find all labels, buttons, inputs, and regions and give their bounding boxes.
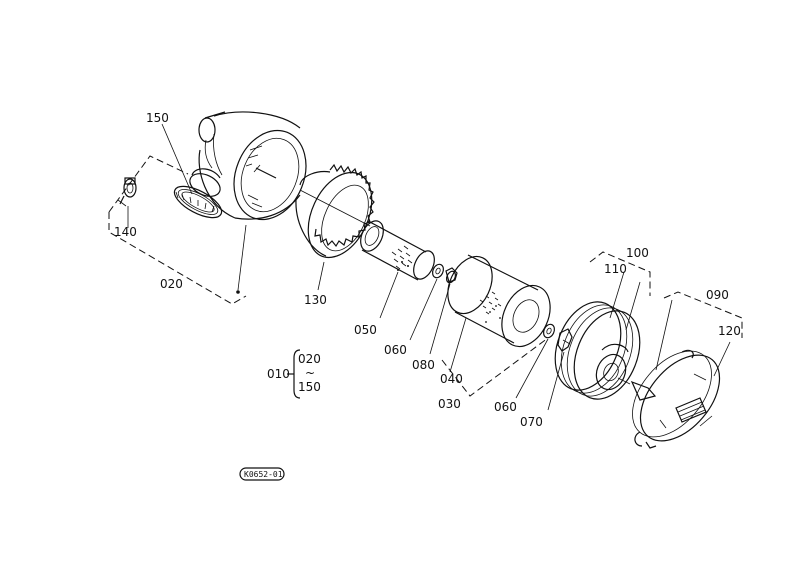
bracket-030 [441,337,549,397]
drawing-code-text: K0652-01 [244,470,283,479]
part-150-inlet-seal [161,123,223,219]
part-130-precleaner-ring [295,163,375,291]
drawing-code-stamp: K0652-01 [239,467,285,481]
part-080-nut [429,267,458,355]
label-150: 150 [146,111,169,125]
leader-100 [625,281,641,331]
label-030: 030 [438,397,461,411]
label-060-b: 060 [494,400,517,414]
part-070-wing-nut [547,328,573,411]
legend-range-from: 020 [298,352,321,366]
part-120-end-cover [617,299,731,449]
part-060-washer-a [409,263,445,341]
bracket-020-upper [108,155,189,213]
part-020-air-intake-housing [189,111,307,294]
part-050-safety-element [360,220,435,319]
label-060-a: 060 [384,343,407,357]
bracket-090 [663,291,743,338]
label-080: 080 [412,358,435,372]
bracket-100 [589,251,651,296]
label-110: 110 [604,262,627,276]
label-130: 130 [304,293,327,307]
label-090: 090 [706,288,729,302]
part-060-washer-b [515,323,556,399]
legend-range-to: 150 [298,380,321,394]
part-110-cover-cap [554,271,641,400]
assembly-legend: 010 020 ~ 150 [267,349,321,399]
part-040-main-filter-element [447,254,551,373]
label-050: 050 [354,323,377,337]
label-040: 040 [440,372,463,386]
label-070: 070 [520,415,543,429]
label-020: 020 [160,277,183,291]
legend-assembly-number: 010 [267,367,290,381]
label-120: 120 [718,324,741,338]
label-140: 140 [114,225,137,239]
legend-range-tilde: ~ [305,366,315,380]
part-140-hose-clamp [117,177,137,228]
label-100: 100 [626,246,649,260]
bracket-020 [108,212,247,305]
